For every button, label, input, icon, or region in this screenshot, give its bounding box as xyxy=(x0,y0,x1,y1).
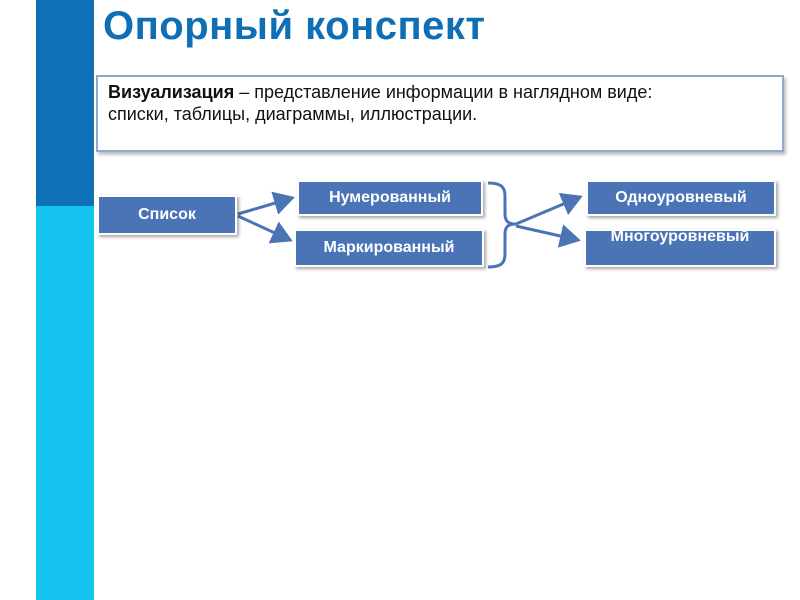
node-single-level: Одноуровневый xyxy=(586,180,776,216)
side-bar-dark xyxy=(36,0,94,206)
page-title: Опорный конспект xyxy=(103,4,486,48)
curly-brace xyxy=(487,181,517,269)
arrow-list-to-bulleted xyxy=(237,214,293,244)
node-bulleted-label: Маркированный xyxy=(323,239,455,256)
arrow-brace-to-single-level xyxy=(515,192,583,226)
definition-examples: списки, таблицы, диаграммы, иллюстрации. xyxy=(108,104,478,124)
arrow-brace-to-multi-level xyxy=(515,224,581,248)
node-list: Список xyxy=(97,195,237,235)
node-numbered-label: Нумерованный xyxy=(329,189,451,206)
side-bar-light xyxy=(36,206,94,600)
definition-box: Визуализация – представление информации … xyxy=(96,75,784,152)
node-numbered: Нумерованный xyxy=(297,180,483,216)
arrow-list-to-numbered xyxy=(237,191,295,216)
node-multi-level-label: Многоуровневый xyxy=(610,229,750,245)
definition-term: Визуализация xyxy=(108,82,235,102)
definition-text: – представление информации в наглядном в… xyxy=(234,82,653,102)
node-single-level-label: Одноуровневый xyxy=(615,189,747,206)
node-multi-level: Многоуровневый xyxy=(584,229,776,267)
node-bulleted: Маркированный xyxy=(294,229,484,267)
node-list-label: Список xyxy=(138,206,196,223)
